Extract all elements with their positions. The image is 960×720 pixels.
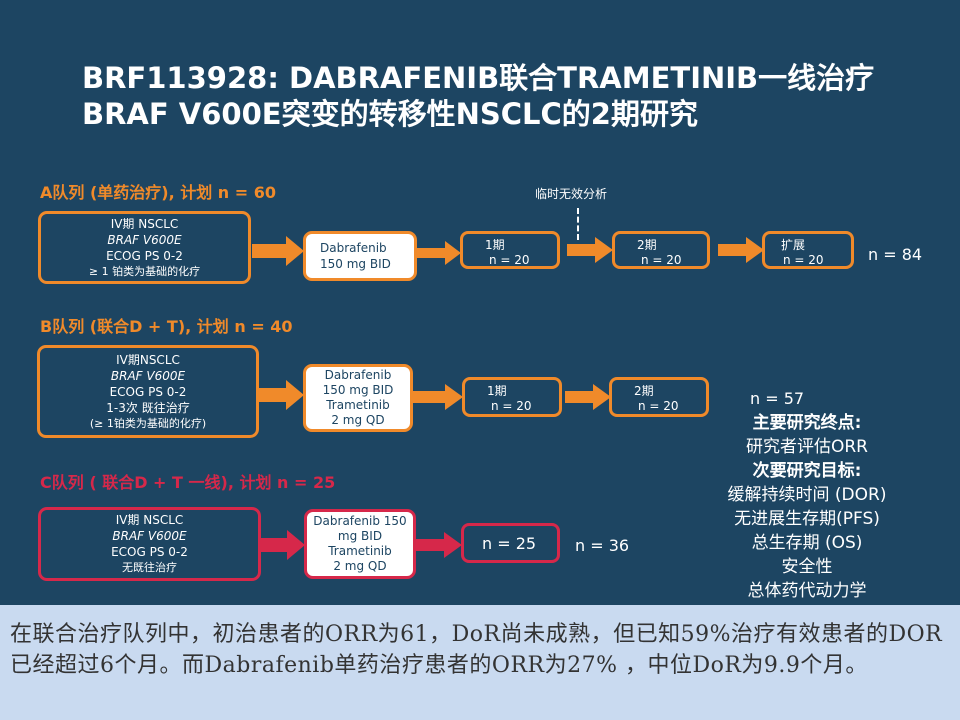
cohort-a-stage-3-box: 扩展 n = 20: [762, 231, 854, 269]
cohort-b-stage-2-box: 2期 n = 20: [609, 377, 709, 417]
cohort-b-stage-2-name: 2期: [634, 384, 654, 398]
cohort-a-treatment-2: 150 mg BID: [320, 257, 391, 271]
cohort-a-stage-2-n: n = 20: [641, 253, 682, 267]
cohort-b-eligibility-4: 1-3次 既往治疗: [106, 400, 190, 415]
cohort-c-treatment-2: mg BID: [337, 529, 383, 543]
cohort-a-eligibility-box: IV期 NSCLC BRAF V600E ECOG PS 0-2 ≥ 1 铂类为…: [38, 211, 251, 284]
secondary-endpoint-3: 总生存期 (OS): [751, 533, 863, 553]
cohort-b-stage-1-n: n = 20: [491, 399, 532, 413]
cohort-b-treatment-3: Trametinib: [326, 398, 390, 412]
primary-endpoint: 研究者评估ORR: [745, 437, 868, 457]
cohort-b-treatment-2: 150 mg BID: [322, 383, 394, 397]
cohort-a-eligibility-3: ECOG PS 0-2: [106, 248, 183, 263]
secondary-endpoint-5: 总体药代动力学: [747, 581, 867, 601]
cohort-a-stage-2-box: 2期 n = 20: [612, 231, 710, 269]
cohort-c-eligibility-box: IV期 NSCLC BRAF V600E ECOG PS 0-2 无既往治疗: [38, 507, 261, 581]
cohort-a-stage-1-name: 1期: [485, 238, 505, 252]
cohort-c-stage-n: n = 25: [482, 534, 537, 553]
interim-dashed-line: [577, 208, 579, 240]
arrow-icon: [417, 241, 461, 265]
cohort-c-treatment-box: Dabrafenib 150 mg BID Trametinib 2 mg QD: [304, 509, 416, 579]
cohort-c-treatment-1: Dabrafenib 150: [313, 514, 407, 528]
cohort-b-treatment-4: 2 mg QD: [331, 413, 385, 427]
secondary-endpoint-2: 无进展生存期(PFS): [734, 509, 880, 529]
cohort-c-eligibility-2: BRAF V600E: [112, 529, 187, 543]
cohort-b-eligibility-1: IV期NSCLC: [116, 352, 180, 367]
arrow-icon: [413, 384, 463, 410]
cohort-b-stage-1-name: 1期: [487, 384, 507, 398]
arrow-icon: [565, 384, 611, 410]
slide-title: BRF113928: DABRAFENIB联合TRAMETINIB一线治疗BRA…: [82, 61, 875, 131]
cohort-a-eligibility-4: ≥ 1 铂类为基础的化疗: [88, 264, 201, 278]
cohort-c-eligibility-4: 无既往治疗: [122, 561, 177, 574]
cohort-c-treatment-3: Trametinib: [328, 544, 392, 558]
cohort-b-eligibility-5: (≥ 1铂类为基础的化疗): [89, 416, 207, 430]
interim-analysis-label: 临时无效分析: [535, 187, 608, 201]
cohort-a-label: A队列 (单药治疗), 计划 n = 60: [40, 183, 277, 202]
cohort-a-stage-2-name: 2期: [637, 238, 657, 252]
cohort-b-eligibility-2: BRAF V600E: [110, 368, 186, 383]
arrow-icon: [416, 532, 462, 558]
caption-text: 在联合治疗队列中，初治患者的ORR为61，DoR尚未成熟，但已知59%治疗有效患…: [0, 605, 960, 720]
arrow-icon: [718, 237, 764, 263]
cohort-b-treatment-1: Dabrafenib: [324, 368, 392, 382]
cohort-a-stage-1-n: n = 20: [489, 253, 530, 267]
cohort-c-stage-box: n = 25: [461, 523, 560, 563]
cohort-a-eligibility-2: BRAF V600E: [107, 232, 182, 247]
cohort-b-eligibility-box: IV期NSCLC BRAF V600E ECOG PS 0-2 1-3次 既往治…: [37, 345, 259, 438]
cohort-c-label: C队列 ( 联合D + T 一线), 计划 n = 25: [40, 473, 336, 492]
secondary-endpoint-heading: 次要研究目标:: [752, 461, 862, 481]
cohort-b-eligibility-3: ECOG PS 0-2: [109, 384, 187, 399]
endpoints-panel: 主要研究终点: 研究者评估ORR 次要研究目标: 缓解持续时间 (DOR) 无进…: [700, 387, 914, 603]
cohort-a-treatment-box: Dabrafenib 150 mg BID: [303, 231, 417, 281]
secondary-endpoint-4: 安全性: [781, 557, 833, 577]
cohort-a-stage-1-box: 1期 n = 20: [460, 231, 560, 269]
cohort-c-eligibility-1: IV期 NSCLC: [115, 513, 184, 527]
cohort-c-treatment-4: 2 mg QD: [333, 559, 387, 573]
cohort-c-eligibility-3: ECOG PS 0-2: [111, 545, 188, 559]
cohort-b-total: n = 57: [750, 389, 805, 408]
primary-endpoint-heading: 主要研究终点:: [752, 413, 862, 433]
cohort-c-total: n = 36: [575, 536, 630, 555]
cohort-b-stage-1-box: 1期 n = 20: [462, 377, 562, 417]
arrow-icon: [567, 237, 613, 263]
cohort-b-label: B队列 (联合D + T), 计划 n = 40: [40, 317, 293, 336]
arrow-icon: [261, 530, 305, 560]
cohort-b-stage-2-n: n = 20: [638, 399, 679, 413]
arrow-icon: [258, 380, 304, 410]
cohort-a-eligibility-1: IV期 NSCLC: [110, 216, 179, 231]
cohort-a-treatment-1: Dabrafenib: [320, 241, 387, 255]
cohort-a-stage-3-name: 扩展: [781, 238, 806, 252]
arrow-icon: [252, 236, 304, 266]
secondary-endpoint-1: 缓解持续时间 (DOR): [727, 485, 887, 505]
cohort-a-stage-3-n: n = 20: [783, 253, 824, 267]
cohort-b-treatment-box: Dabrafenib 150 mg BID Trametinib 2 mg QD: [303, 364, 413, 432]
slide: BRF113928: DABRAFENIB联合TRAMETINIB一线治疗BRA…: [37, 61, 923, 603]
cohort-a-total: n = 84: [868, 245, 923, 264]
